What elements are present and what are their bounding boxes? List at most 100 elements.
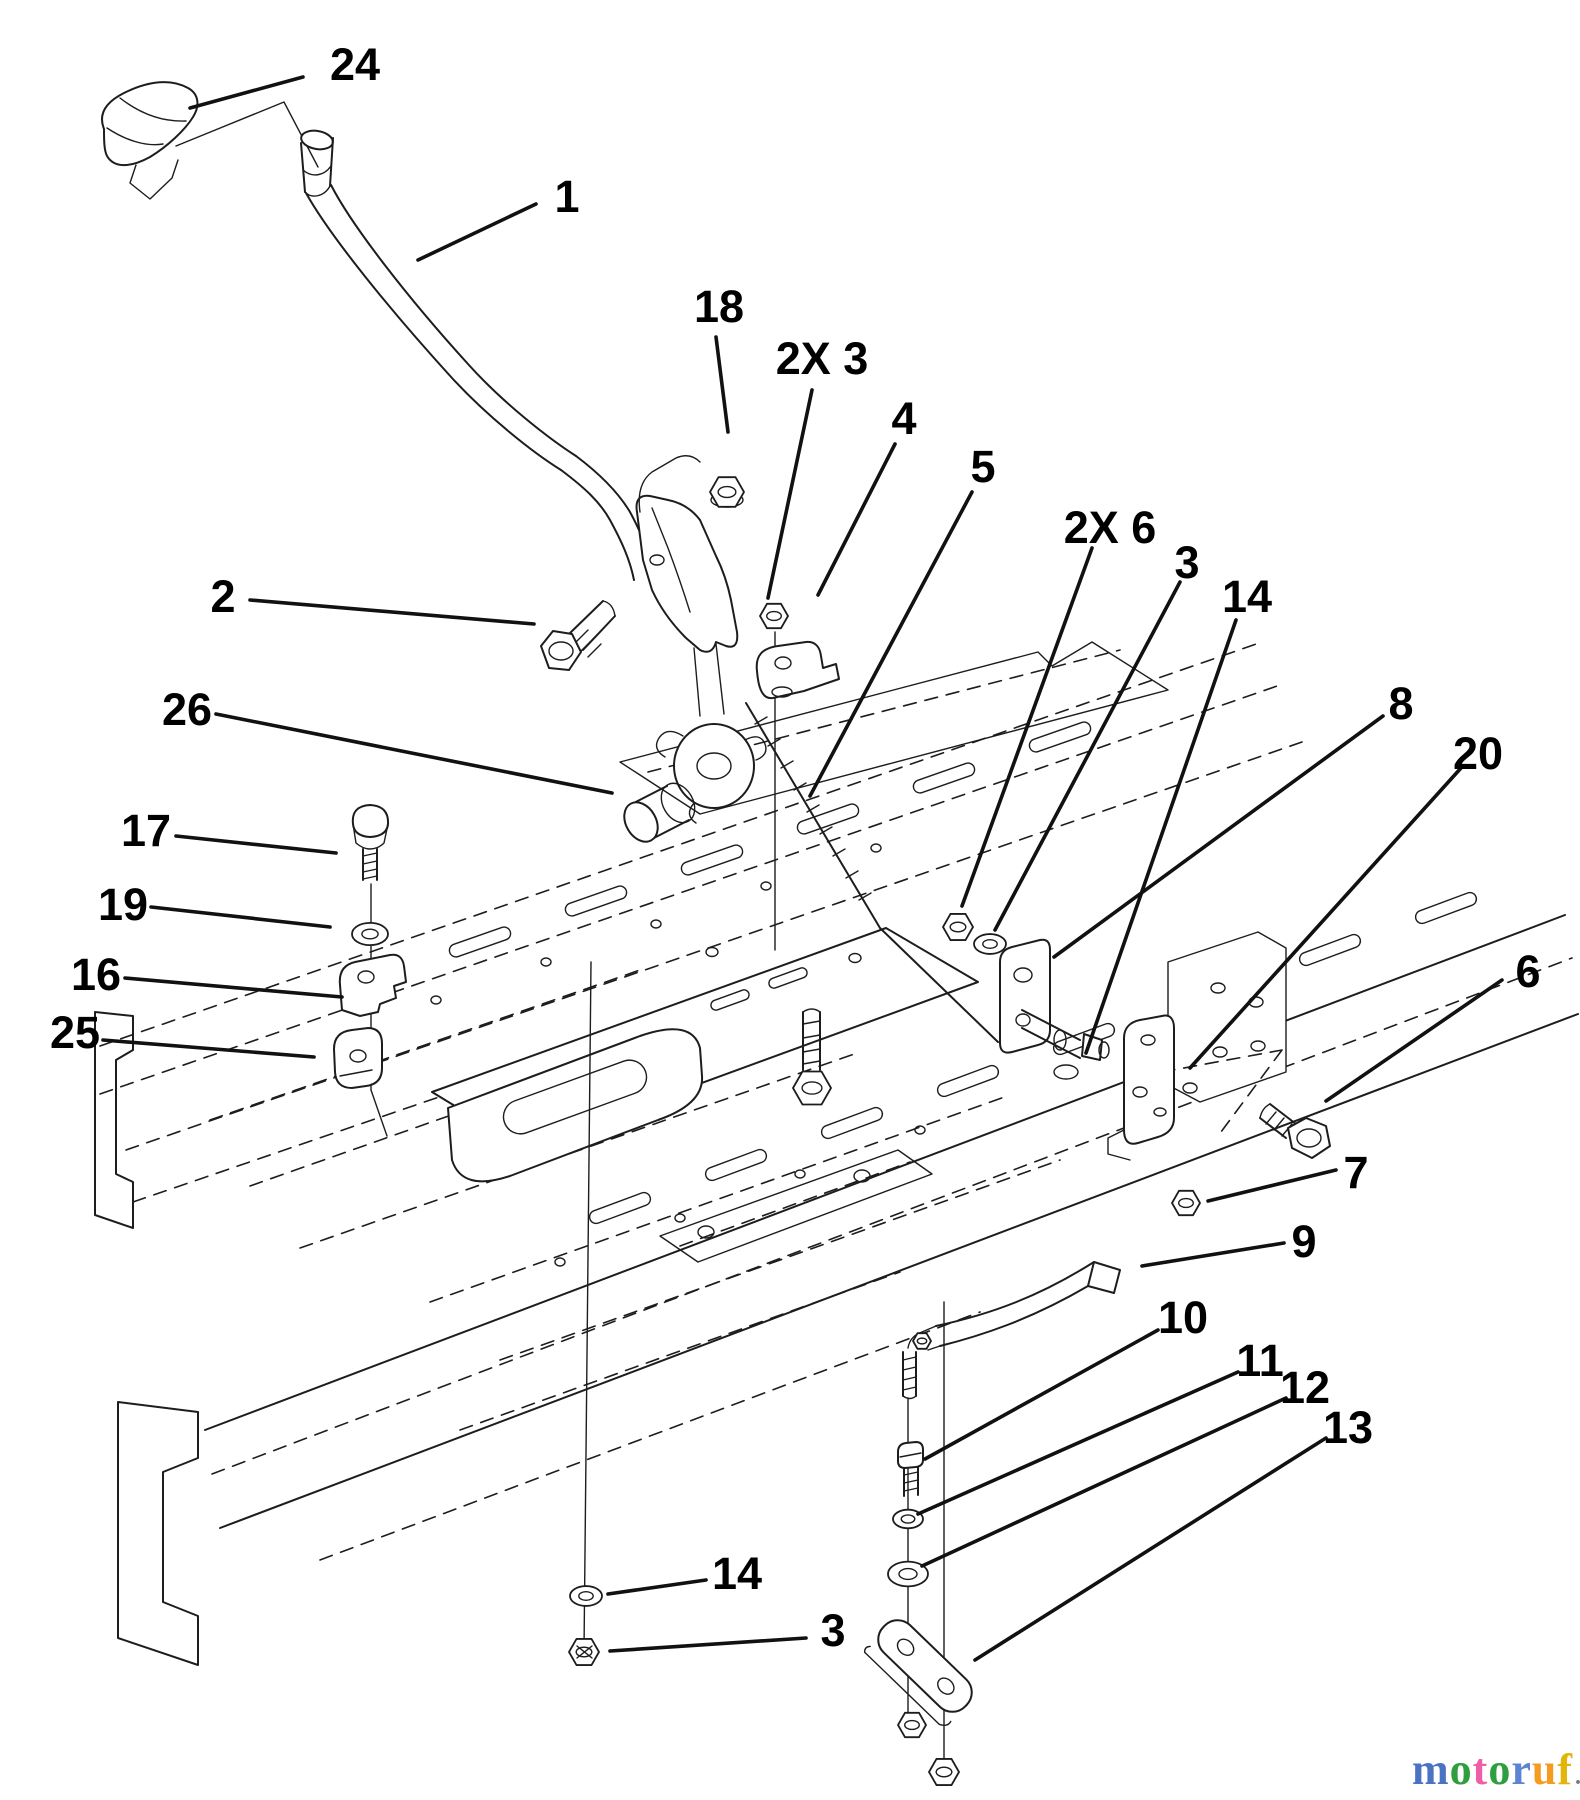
callout-label-7: 7 bbox=[1343, 1147, 1368, 1198]
assembly-axis-lines bbox=[370, 631, 945, 1761]
callout-label-11: 11 bbox=[1236, 1335, 1284, 1386]
shift-rod-5 bbox=[745, 702, 999, 1043]
shift-lever-rod bbox=[305, 184, 656, 581]
callout-label-12: 12 bbox=[1280, 1362, 1330, 1413]
leader-line-19 bbox=[149, 905, 332, 929]
logo-letter: m bbox=[1412, 1745, 1450, 1794]
callout-label-26: 26 bbox=[162, 684, 212, 735]
bolt-17 bbox=[351, 804, 390, 881]
leader-line-14-bottom bbox=[606, 1578, 708, 1596]
callout-label-14-right: 14 bbox=[1222, 571, 1272, 622]
motoruf-logo-wordmark: motoruf bbox=[1412, 1748, 1573, 1792]
support-bracket-20 bbox=[1107, 1014, 1175, 1161]
callout-label-2x6: 2X 6 bbox=[1064, 502, 1157, 553]
link-plate-13 bbox=[863, 1619, 973, 1726]
callout-label-24: 24 bbox=[330, 39, 380, 90]
callout-label-3-bottom: 3 bbox=[820, 1605, 845, 1656]
leader-line-2x3 bbox=[766, 388, 814, 600]
knob-alignment-line bbox=[175, 101, 319, 168]
leader-line-20 bbox=[1188, 766, 1463, 1070]
callout-label-18: 18 bbox=[694, 281, 744, 332]
leader-line-3-right bbox=[993, 580, 1182, 932]
callout-label-19: 19 bbox=[98, 879, 148, 930]
shift-knob bbox=[101, 81, 199, 200]
leader-line-16 bbox=[123, 976, 344, 999]
nut-13b bbox=[929, 1759, 959, 1785]
callout-label-3-right: 3 bbox=[1174, 537, 1199, 588]
leader-line-13 bbox=[973, 1436, 1328, 1662]
shift-lever-assembly bbox=[101, 81, 767, 843]
shift-platform bbox=[431, 927, 979, 1263]
leader-line-10 bbox=[923, 1328, 1160, 1461]
motoruf-logo[interactable]: motoruf.de bbox=[1412, 1748, 1580, 1792]
nut-7 bbox=[1172, 1191, 1200, 1215]
carriage-bolt-under-platform bbox=[793, 1008, 831, 1105]
leader-line-17 bbox=[174, 834, 338, 855]
bolt-2 bbox=[540, 600, 616, 671]
pivot-bracket-8 bbox=[999, 938, 1110, 1080]
callout-label-17: 17 bbox=[121, 805, 171, 856]
leader-line-5 bbox=[808, 490, 974, 798]
drag-link-9 bbox=[902, 1261, 1121, 1400]
clip-25 bbox=[333, 1027, 383, 1089]
leader-line-25 bbox=[101, 1038, 316, 1059]
leader-line-1 bbox=[416, 202, 538, 262]
logo-letter: f bbox=[1557, 1745, 1573, 1794]
washer-19 bbox=[352, 923, 388, 945]
leader-line-12 bbox=[920, 1396, 1288, 1568]
leader-line-2x6 bbox=[960, 546, 1094, 908]
logo-letter: o bbox=[1449, 1745, 1473, 1794]
logo-letter: r bbox=[1511, 1745, 1532, 1794]
callout-label-16: 16 bbox=[71, 949, 121, 1000]
leader-line-18 bbox=[714, 335, 730, 434]
leader-line-26 bbox=[214, 712, 614, 795]
detent-cam bbox=[655, 723, 767, 824]
callout-label-6: 6 bbox=[1515, 946, 1540, 997]
upper-support-plate bbox=[619, 641, 1169, 815]
callout-label-14-bottom: 14 bbox=[712, 1548, 762, 1599]
callout-label-20: 20 bbox=[1453, 728, 1503, 779]
leader-line-3-bottom bbox=[608, 1636, 808, 1653]
callout-label-9: 9 bbox=[1291, 1216, 1316, 1267]
nut-2x3 bbox=[760, 604, 788, 628]
logo-letter: u bbox=[1531, 1745, 1558, 1794]
callout-label-2: 2 bbox=[210, 571, 235, 622]
nut-2x6 bbox=[943, 914, 973, 940]
flange-nut-18 bbox=[710, 477, 744, 507]
pivot-bracket bbox=[635, 455, 739, 717]
callout-label-10: 10 bbox=[1158, 1292, 1208, 1343]
motoruf-logo-domain: .de bbox=[1575, 1765, 1580, 1789]
leader-line-6 bbox=[1324, 978, 1504, 1103]
callout-label-13: 13 bbox=[1323, 1402, 1373, 1453]
bolt-10 bbox=[897, 1441, 924, 1497]
logo-letter: t bbox=[1472, 1745, 1489, 1794]
grommet-26 bbox=[623, 782, 696, 843]
callout-label-1: 1 bbox=[554, 171, 579, 222]
leader-line-14-right bbox=[1084, 618, 1238, 1055]
nut-13a bbox=[898, 1713, 926, 1737]
leader-line-8 bbox=[1052, 714, 1385, 959]
leader-line-9 bbox=[1140, 1241, 1286, 1268]
washer-3 bbox=[974, 934, 1006, 954]
leader-line-2 bbox=[248, 598, 536, 626]
leader-line-24 bbox=[188, 75, 305, 110]
callout-label-5: 5 bbox=[970, 441, 995, 492]
logo-letter: o bbox=[1488, 1745, 1512, 1794]
callout-label-4: 4 bbox=[891, 393, 916, 444]
bolt-6 bbox=[1259, 1103, 1331, 1159]
washer-14 bbox=[570, 1586, 602, 1606]
nut-3-bottom bbox=[569, 1639, 599, 1665]
lever-upper-sleeve bbox=[300, 129, 334, 197]
leader-line-11 bbox=[916, 1370, 1240, 1516]
rear-rail-slots bbox=[448, 721, 1092, 958]
cable-clamp-4 bbox=[755, 640, 840, 700]
leader-line-4 bbox=[816, 442, 897, 597]
callout-label-25: 25 bbox=[50, 1007, 100, 1058]
frame-front-rail bbox=[117, 891, 1579, 1666]
clamp-16 bbox=[338, 953, 407, 1017]
callout-label-2x3: 2X 3 bbox=[776, 333, 869, 384]
leader-line-7 bbox=[1206, 1168, 1338, 1203]
